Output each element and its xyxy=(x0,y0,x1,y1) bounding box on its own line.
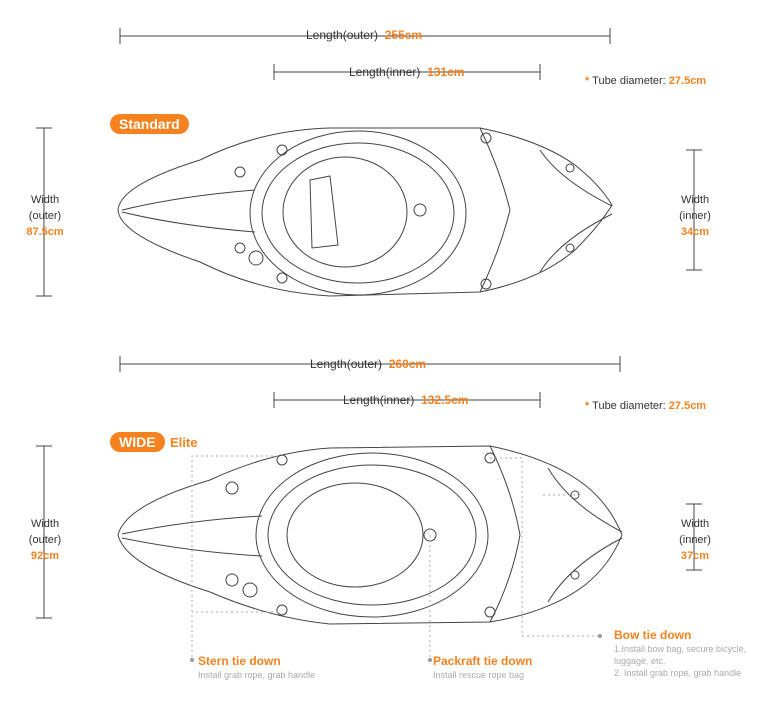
wide-length-inner: Length(inner) 132.5cm xyxy=(343,393,468,407)
desc-line: luggage, etc. xyxy=(614,656,666,666)
label: (outer) xyxy=(28,534,62,546)
bow-tie-down-desc: 1.Install bow bag, secure bicycle, luggag… xyxy=(614,643,746,679)
standard-length-outer: Length(outer) 255cm xyxy=(306,28,422,42)
packraft-tie-down-desc: Install rescue rope bag xyxy=(433,670,525,680)
asterisk: * xyxy=(585,400,590,412)
value: 87.5cm xyxy=(26,226,64,238)
standard-width-outer: Width (outer) 87.5cm xyxy=(18,192,72,240)
label: Width xyxy=(680,194,710,206)
value: 255cm xyxy=(384,28,423,42)
stern-tie-down-title: Stern tie down xyxy=(198,654,281,668)
wide-length-outer: Length(outer) 260cm xyxy=(310,357,426,371)
standard-tube-diameter: * Tube diameter: 27.5cm xyxy=(585,75,706,87)
value: 37cm xyxy=(680,550,710,562)
wide-boat-outline xyxy=(117,445,623,625)
label: Width xyxy=(30,518,60,530)
wide-badge-suffix: Elite xyxy=(170,435,198,450)
callout-dots xyxy=(190,634,602,662)
wide-width-outer: Width (outer) 92cm xyxy=(18,516,72,564)
dimension-lines-standard xyxy=(36,28,702,297)
label: Length(inner) xyxy=(349,65,421,79)
value: 27.5cm xyxy=(668,75,707,87)
bow-tie-down-title: Bow tie down xyxy=(614,628,692,642)
standard-length-inner: Length(inner) 131cm xyxy=(349,65,464,79)
value: 260cm xyxy=(388,357,427,371)
wide-tube-diameter: * Tube diameter: 27.5cm xyxy=(585,400,706,412)
value: 132.5cm xyxy=(421,393,469,407)
label: (outer) xyxy=(28,210,62,222)
label: (inner) xyxy=(679,534,711,546)
value: 34cm xyxy=(680,226,710,238)
asterisk: * xyxy=(585,75,590,87)
label: Length(outer) xyxy=(306,28,379,42)
value: 131cm xyxy=(427,65,465,79)
label: Tube diameter: xyxy=(592,75,666,87)
value: 92cm xyxy=(30,550,60,562)
label: (inner) xyxy=(679,210,711,222)
desc-line: 2. Install grab rope, grab handle xyxy=(614,668,742,678)
wide-badge: WIDE xyxy=(110,432,165,452)
label: Width xyxy=(30,194,60,206)
stern-tie-down-desc: Install grab rope, grab handle xyxy=(198,670,316,680)
value: 27.5cm xyxy=(668,400,707,412)
label: Width xyxy=(680,518,710,530)
dimension-lines-wide xyxy=(36,356,702,619)
standard-width-inner: Width (inner) 34cm xyxy=(668,192,722,240)
standard-badge: Standard xyxy=(110,114,189,134)
callout-lines xyxy=(191,455,598,658)
desc-line: 1.Install bow bag, secure bicycle, xyxy=(614,644,747,654)
wide-width-inner: Width (inner) 37cm xyxy=(668,516,722,564)
label: Length(inner) xyxy=(343,393,415,407)
label: Length(outer) xyxy=(310,357,383,371)
standard-boat-outline xyxy=(117,127,613,297)
packraft-tie-down-title: Packraft tie down xyxy=(433,654,533,668)
label: Tube diameter: xyxy=(592,400,666,412)
